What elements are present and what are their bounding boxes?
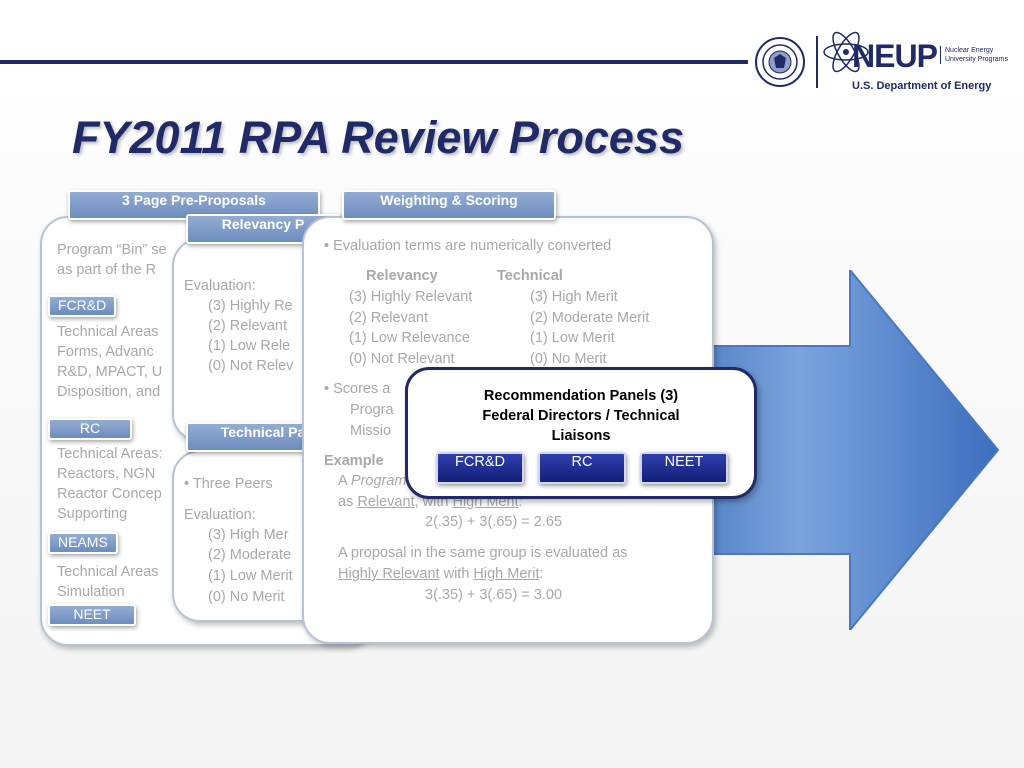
ex1-program: Program bbox=[350, 473, 407, 489]
preproposals-text: as part of the R bbox=[57, 262, 157, 278]
ex2-colon: : bbox=[539, 566, 544, 582]
ex1-as: as bbox=[338, 494, 354, 510]
neet-label: NEET bbox=[48, 604, 136, 626]
weighting-bullet: • Evaluation terms are numerically conve… bbox=[324, 238, 612, 254]
fcrd-text: Forms, Advanc bbox=[57, 344, 154, 360]
neup-sub-line: University Programs bbox=[945, 56, 1009, 63]
technical-term: (2) Moderate Merit bbox=[530, 310, 650, 326]
rc-text: Technical Areas: bbox=[57, 446, 163, 462]
recommendation-title-line: Recommendation Panels (3) bbox=[483, 388, 679, 404]
rc-label: RC bbox=[48, 418, 132, 440]
relevancy-term: (0) Not Relevant bbox=[349, 351, 455, 367]
scores-bullet: • Scores a bbox=[324, 381, 391, 397]
relevancy-eval-label: Evaluation: bbox=[184, 278, 256, 294]
recommendation-panel: Recommendation Panels (3) Federal Direct… bbox=[405, 367, 757, 499]
doe-seal-icon bbox=[754, 36, 806, 88]
relevancy-term: (2) Relevant bbox=[349, 310, 428, 326]
rc-text: Reactor Concep bbox=[57, 486, 162, 502]
technical-term: (0) No Merit bbox=[530, 351, 607, 367]
example2-formula: 3(.35) + 3(.65) = 3.00 bbox=[425, 587, 563, 603]
doe-caption: U.S. Department of Energy bbox=[852, 80, 992, 92]
technical-bullet: • Three Peers bbox=[184, 476, 273, 492]
fcrd-text: Disposition, and bbox=[57, 384, 161, 400]
fcrd-button[interactable]: FCR&D bbox=[436, 452, 524, 484]
fcrd-label: FCR&D bbox=[48, 295, 117, 317]
relevancy-term: (3) Highly Relevant bbox=[349, 289, 473, 305]
technical-term: (3) High Merit bbox=[530, 289, 618, 305]
scores-text: Progra bbox=[350, 402, 394, 418]
ex1-colon: : bbox=[518, 494, 523, 510]
rc-button[interactable]: RC bbox=[538, 452, 626, 484]
rc-text: Reactors, NGN bbox=[57, 466, 156, 482]
scores-bullet-text: Scores a bbox=[333, 381, 391, 397]
ex1-a: A bbox=[338, 473, 347, 489]
neams-text: Simulation bbox=[57, 584, 125, 600]
technical-col-header: Technical bbox=[497, 268, 563, 284]
example2-line2: Highly Relevant with High Merit: bbox=[338, 564, 544, 584]
example2-line1: A proposal in the same group is evaluate… bbox=[338, 545, 628, 561]
technical-item: (0) No Merit bbox=[208, 589, 285, 605]
recommendation-title-line: Liaisons bbox=[551, 428, 611, 444]
ex2-merit: High Merit bbox=[473, 566, 540, 582]
slide-title: FY2011 RPA Review Process bbox=[72, 112, 684, 163]
technical-eval-label: Evaluation: bbox=[184, 507, 256, 523]
neup-sub-line: Nuclear Energy bbox=[945, 47, 994, 54]
neup-logo-subtitle: Nuclear Energy University Programs bbox=[940, 46, 1015, 64]
relevancy-item: (0) Not Relev bbox=[208, 358, 294, 374]
relevancy-item: (1) Low Rele bbox=[208, 338, 291, 354]
atom-icon bbox=[820, 26, 872, 78]
technical-bullet-text: Three Peers bbox=[192, 476, 273, 492]
neams-text: Technical Areas bbox=[57, 564, 159, 580]
neet-button[interactable]: NEET bbox=[640, 452, 728, 484]
relevancy-col-header: Relevancy bbox=[366, 268, 438, 284]
recommendation-title-line: Federal Directors / Technical bbox=[482, 408, 680, 424]
header-rule bbox=[0, 60, 748, 64]
technical-term: (1) Low Merit bbox=[530, 330, 615, 346]
fcrd-text: R&D, MPACT, U bbox=[57, 364, 163, 380]
preproposals-text: Program “Bin” se bbox=[57, 242, 167, 258]
rc-text: Supporting bbox=[57, 506, 128, 522]
relevancy-item: (2) Relevant bbox=[208, 318, 287, 334]
technical-item: (1) Low Merit bbox=[208, 568, 293, 584]
ex1-relevant: Relevant bbox=[357, 494, 415, 510]
weighting-tab: Weighting & Scoring bbox=[342, 190, 556, 220]
relevancy-term: (1) Low Relevance bbox=[349, 330, 470, 346]
neup-logo-text: NEUP bbox=[852, 38, 938, 74]
ex2-with: with bbox=[443, 566, 470, 582]
neams-label: NEAMS bbox=[48, 532, 118, 554]
ex2-relevant: Highly Relevant bbox=[338, 566, 440, 582]
relevancy-item: (3) Highly Re bbox=[208, 298, 293, 314]
example-label: Example bbox=[324, 453, 384, 469]
scores-text: Missio bbox=[350, 423, 392, 439]
technical-item: (3) High Mer bbox=[208, 527, 289, 543]
fcrd-text: Technical Areas bbox=[57, 324, 159, 340]
recommendation-title: Recommendation Panels (3) Federal Direct… bbox=[408, 386, 754, 446]
example1-formula: 2(.35) + 3(.65) = 2.65 bbox=[425, 514, 563, 530]
example1-line1: A Program bbox=[338, 471, 407, 491]
weighting-bullet-text: Evaluation terms are numerically convert… bbox=[333, 238, 612, 254]
technical-item: (2) Moderate bbox=[208, 547, 292, 563]
logo-divider bbox=[816, 36, 818, 88]
